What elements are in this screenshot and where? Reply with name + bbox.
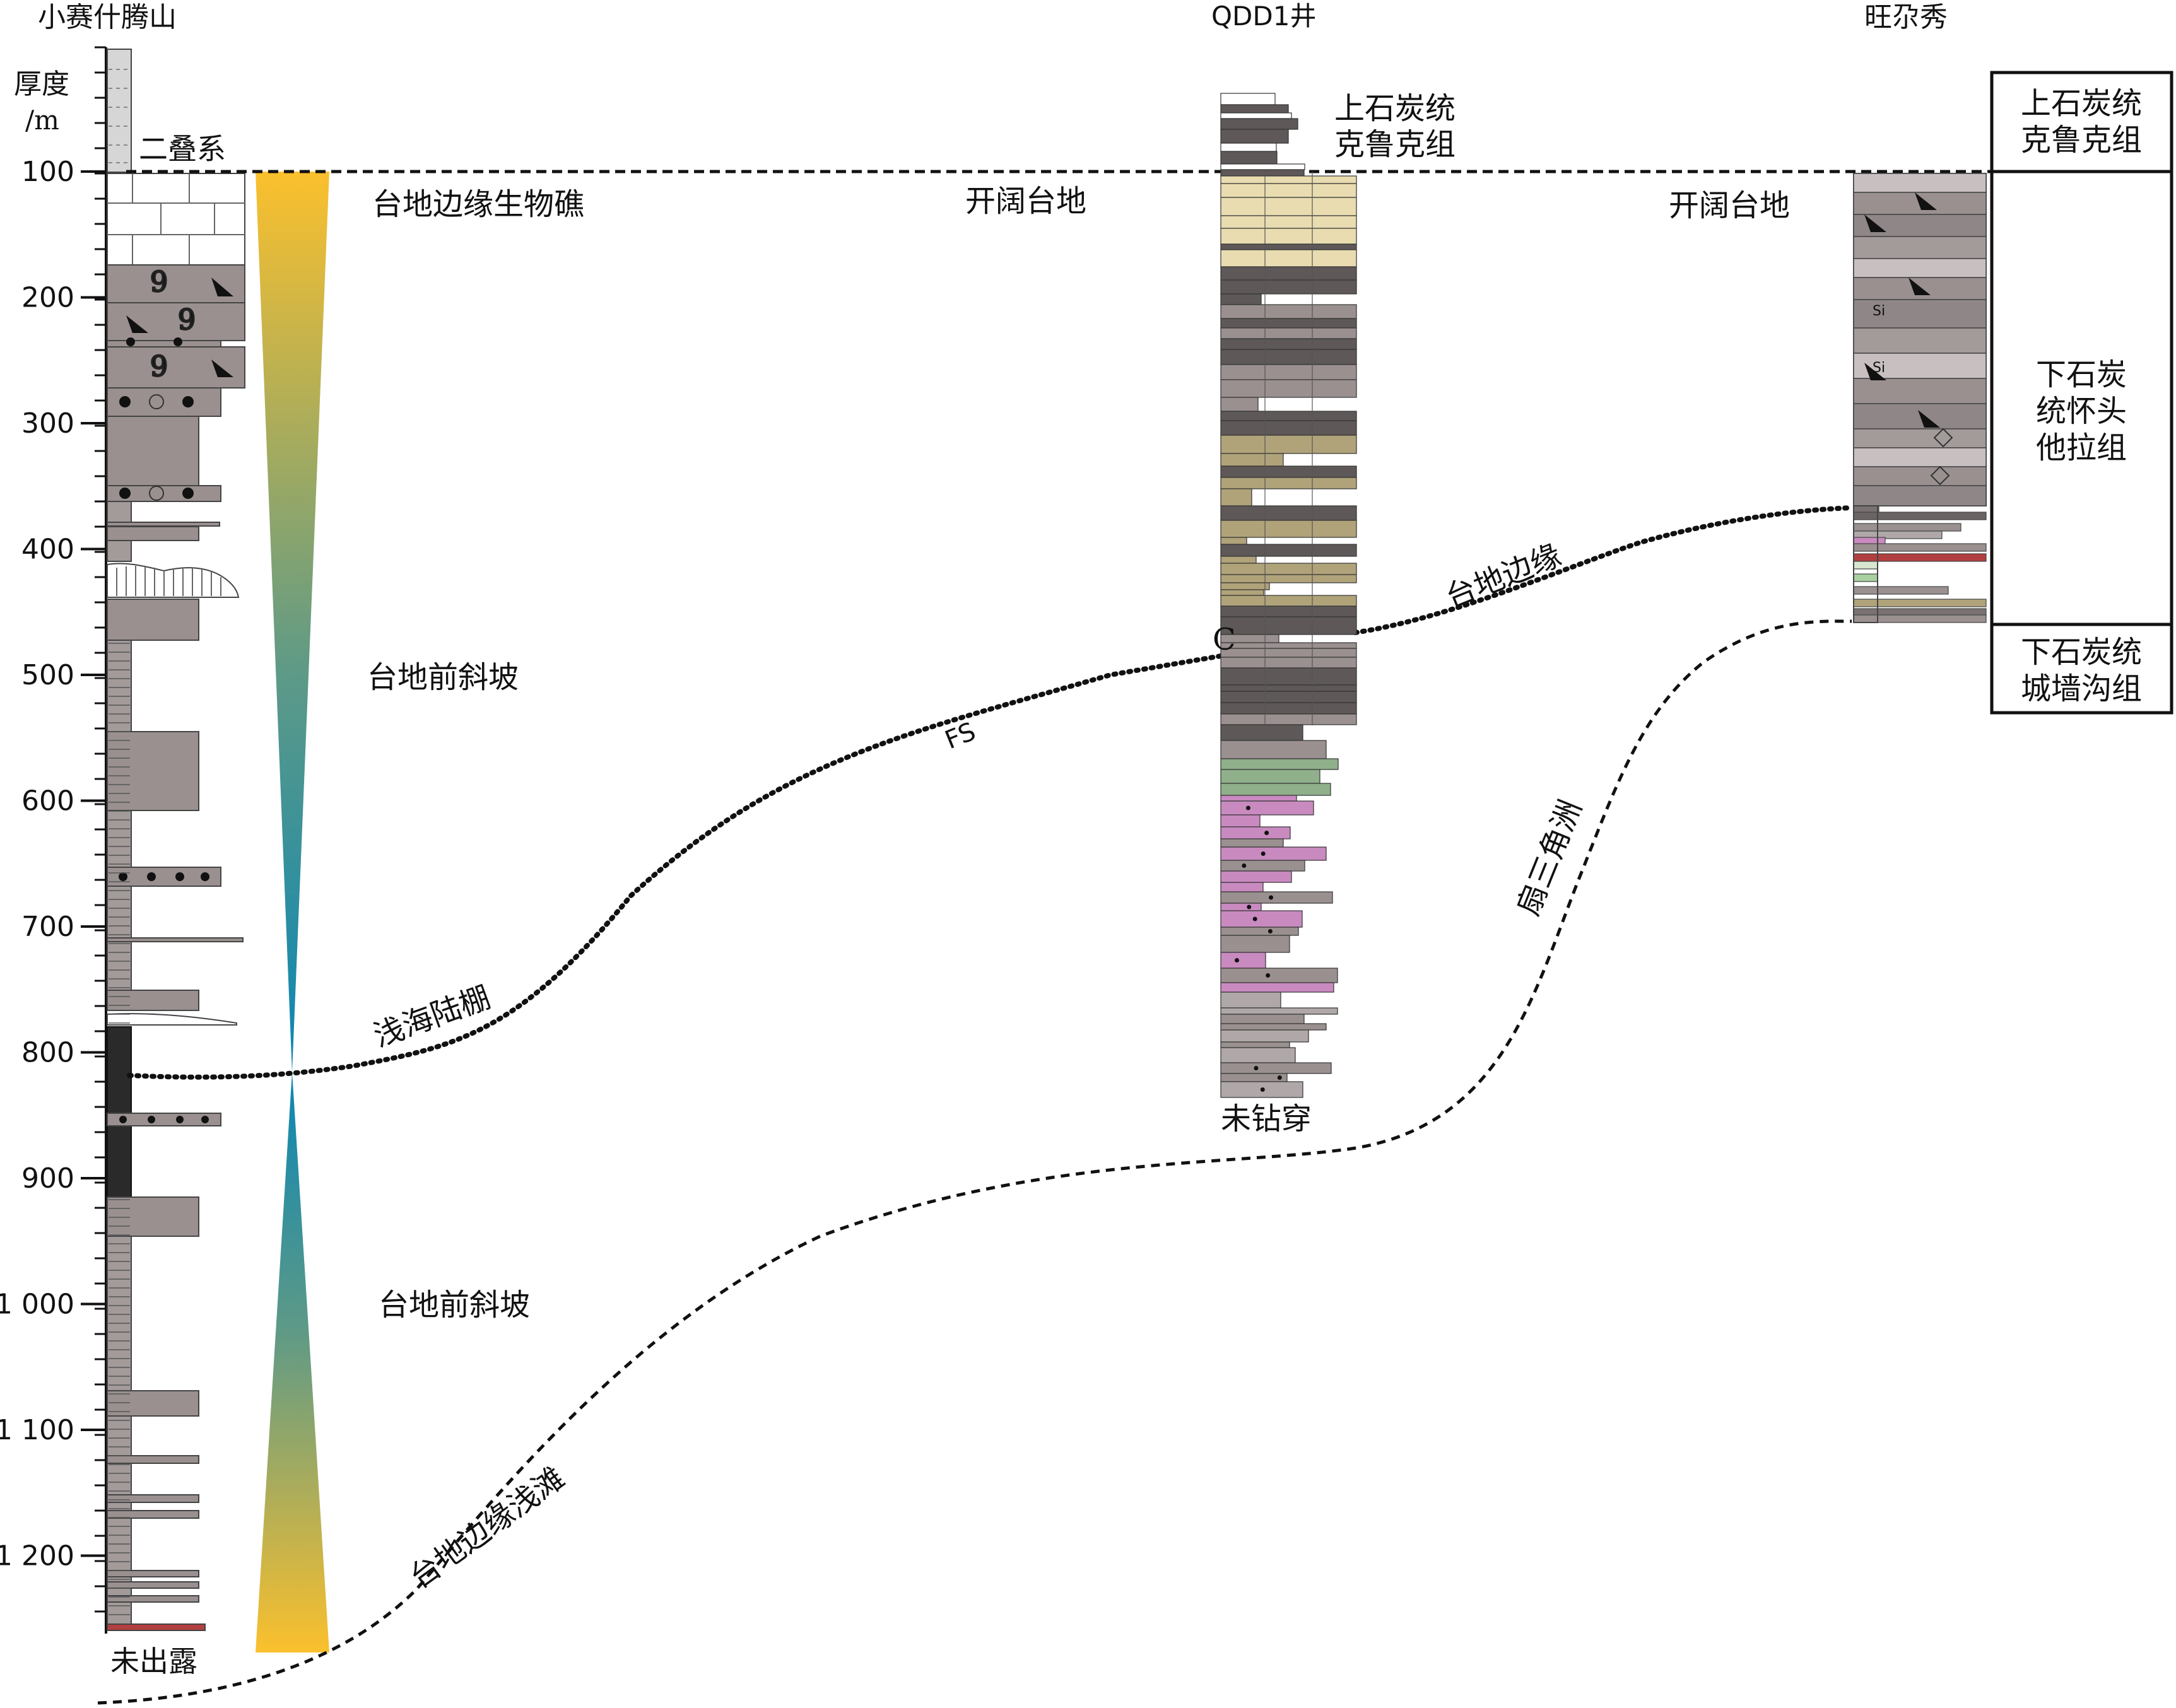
unit3-line1: 下石炭统 <box>2021 635 2142 670</box>
qdd1-bottom-note: 未钻穿 <box>1221 1101 1312 1137</box>
strat-unit-boxes: 上石炭统 克鲁克组 下石炭 统怀头 他拉组 下石炭统 城墙沟组 <box>1990 71 2173 715</box>
facies-labels: 台地边缘生物礁 台地前斜坡 台地前斜坡 开阔台地 开阔台地 浅海陆棚 FS 台地… <box>367 184 1790 1596</box>
axis-tick-label: 1 000 <box>0 1289 74 1321</box>
facies-open-platform-2: 开阔台地 <box>1669 188 1790 223</box>
regression-triangle <box>256 1072 329 1652</box>
svg-text:Si: Si <box>1873 303 1885 319</box>
svg-text:9: 9 <box>150 351 168 383</box>
axis-title-line1: 厚度 <box>14 68 69 100</box>
transgression-triangle <box>256 172 329 1072</box>
facies-open-platform-1: 开阔台地 <box>965 184 1086 219</box>
well-title-wmx: 旺尕秀 <box>1864 1 1948 33</box>
facies-reef: 台地边缘生物礁 <box>372 187 584 222</box>
axis-tick-label: 200 <box>21 282 74 314</box>
axis-tick-label: 300 <box>21 407 74 440</box>
well-title-qdd1: QDD1井 <box>1211 1 1316 32</box>
axis-tick-label: 400 <box>21 534 74 566</box>
axis-tick-label: 1 200 <box>0 1540 74 1572</box>
facies-shelf: 浅海陆棚 <box>369 980 495 1054</box>
permian-label: 二叠系 <box>139 132 226 166</box>
axis-tick-label: 500 <box>21 659 74 691</box>
column-xsstsh: 二叠系 9 9 9 <box>107 49 245 1678</box>
unit2-line2: 统怀头 <box>2036 394 2127 429</box>
facies-fan-delta: 扇三角洲 <box>1510 795 1589 920</box>
qdd1-top-unit-line1: 上石炭统 <box>1334 91 1456 126</box>
axis-tick-label: 600 <box>21 785 74 817</box>
qdd1-top-unit-line2: 克鲁克组 <box>1334 127 1456 162</box>
column-wmx: Si Si <box>1853 173 1987 623</box>
svg-text:Si: Si <box>1873 360 1885 376</box>
svg-text:9: 9 <box>150 266 168 298</box>
facies-slope-upper: 台地前斜坡 <box>367 660 519 695</box>
unit1-line1: 上石炭统 <box>2021 86 2142 121</box>
axis-tick-label: 900 <box>21 1162 74 1195</box>
axis-tick-label: 1 100 <box>0 1414 74 1446</box>
axis-tick-label: 800 <box>21 1037 74 1069</box>
axis-tick-label: 100 <box>21 156 74 188</box>
qdd1-marker: C <box>1213 622 1236 657</box>
svg-text:9: 9 <box>178 304 196 336</box>
axis-title-line2: /m <box>25 105 59 136</box>
unit3-line2: 城墙沟组 <box>2021 671 2142 706</box>
axis-tick-label: 700 <box>21 911 74 943</box>
facies-shoal: 台地边缘浅滩 <box>403 1460 571 1596</box>
column-qdd1: 上石炭统 克鲁克组 C 未钻穿 <box>1213 91 1456 1137</box>
thickness-axis: 厚度 /m 100 200 300 400 500 600 700 800 900 1 000 1 … <box>0 46 107 1634</box>
unit1-line2: 克鲁克组 <box>2021 122 2142 158</box>
left-bottom-note: 未出露 <box>110 1644 197 1678</box>
unit2-line3: 他拉组 <box>2036 430 2127 465</box>
facies-platform-margin: 台地边缘 <box>1441 537 1567 616</box>
unit2-line1: 下石炭 <box>2036 357 2127 392</box>
well-title-xsstsh: 小赛什腾山 <box>38 1 177 33</box>
correlation-lines <box>97 170 1994 1705</box>
facies-slope-lower: 台地前斜坡 <box>379 1287 530 1323</box>
